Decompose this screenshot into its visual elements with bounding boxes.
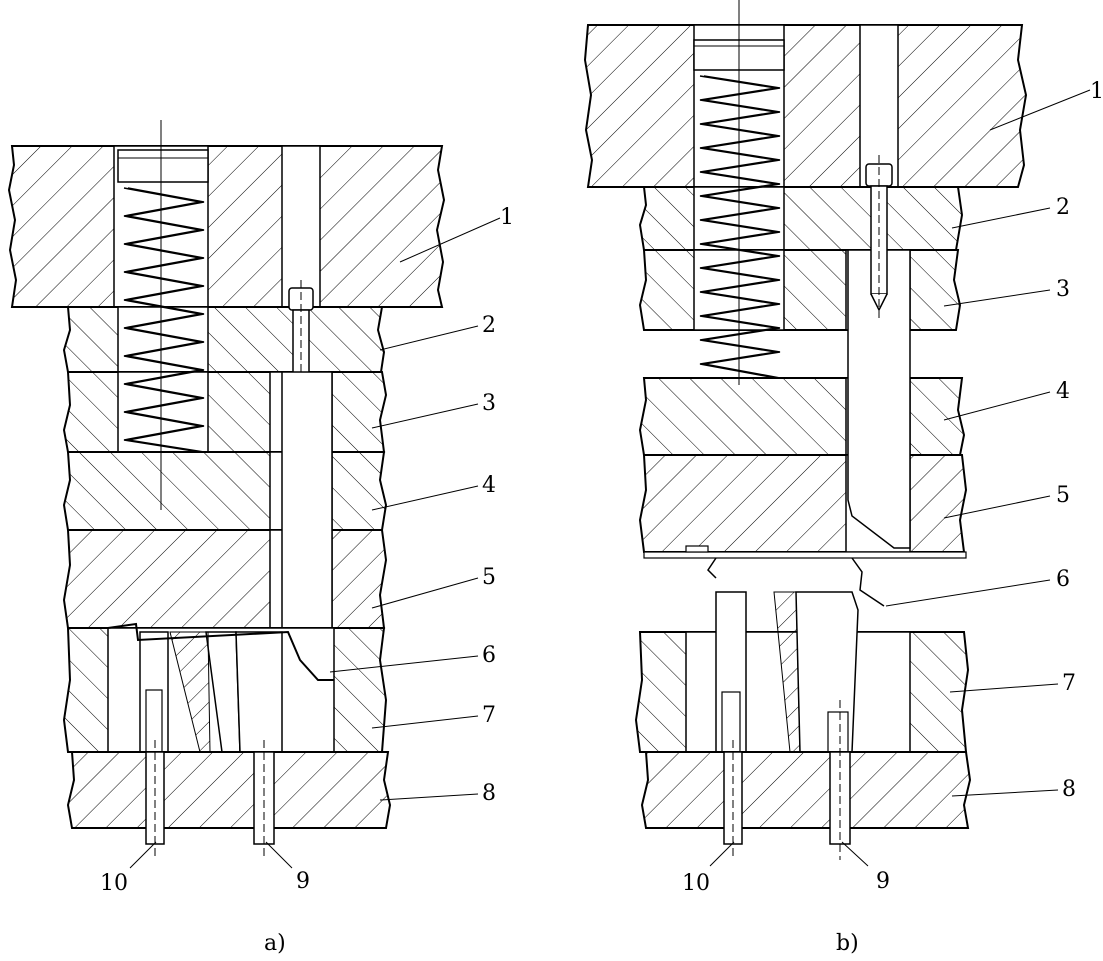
callout-b-1: 1 xyxy=(1090,79,1103,104)
strip-part-6-b xyxy=(643,545,967,607)
callout-b-8: 8 xyxy=(1062,777,1076,802)
leaders-a xyxy=(129,217,501,869)
callout-a-7: 7 xyxy=(482,703,496,728)
panel-a: 1 2 3 4 5 6 7 8 9 10 a) xyxy=(7,120,514,956)
plate-1-top-holder-b xyxy=(583,24,1028,188)
plate-3-punch-holder-b xyxy=(638,249,962,331)
callout-b-7: 7 xyxy=(1062,671,1076,696)
plate-8-bottom-holder-b xyxy=(640,700,972,860)
plate-4-stripper-b xyxy=(638,377,966,456)
punch-b xyxy=(847,249,911,549)
callout-a-9: 9 xyxy=(296,869,310,894)
caption-b: b) xyxy=(836,931,859,956)
callout-b-2: 2 xyxy=(1056,195,1070,220)
plate-5-stripper-plate-b xyxy=(638,454,968,553)
plate-2-backing-b xyxy=(638,186,964,251)
callout-b-6: 6 xyxy=(1056,567,1070,592)
bolt-b xyxy=(865,155,893,318)
callout-a-10: 10 xyxy=(100,871,128,896)
die-elements-b xyxy=(715,591,859,753)
callout-a-2: 2 xyxy=(482,313,496,338)
callout-a-3: 3 xyxy=(482,391,496,416)
plate-8-bottom-holder xyxy=(66,740,392,860)
callout-b-4: 4 xyxy=(1056,379,1070,404)
panel-b: 1 2 3 4 5 6 7 8 9 10 b) xyxy=(583,0,1103,956)
plate-5-stripper-plate xyxy=(62,529,388,629)
plate-1-top-holder xyxy=(7,145,446,308)
callout-a-1: 1 xyxy=(500,205,514,230)
plate-7-die xyxy=(62,622,388,753)
spring-a xyxy=(117,120,209,510)
callout-b-10: 10 xyxy=(682,871,710,896)
plate-3-punch-holder xyxy=(62,371,388,453)
callout-b-3: 3 xyxy=(1056,277,1070,302)
callout-b-5: 5 xyxy=(1056,483,1070,508)
plate-4-stripper xyxy=(62,451,388,531)
callout-a-6: 6 xyxy=(482,643,496,668)
leaders-b xyxy=(709,89,1091,867)
caption-a: a) xyxy=(264,931,286,956)
spring-b xyxy=(693,0,785,385)
callout-b-9: 9 xyxy=(876,869,890,894)
plate-2-backing xyxy=(62,306,386,373)
callout-a-5: 5 xyxy=(482,565,496,590)
callout-a-8: 8 xyxy=(482,781,496,806)
callout-a-4: 4 xyxy=(482,473,496,498)
